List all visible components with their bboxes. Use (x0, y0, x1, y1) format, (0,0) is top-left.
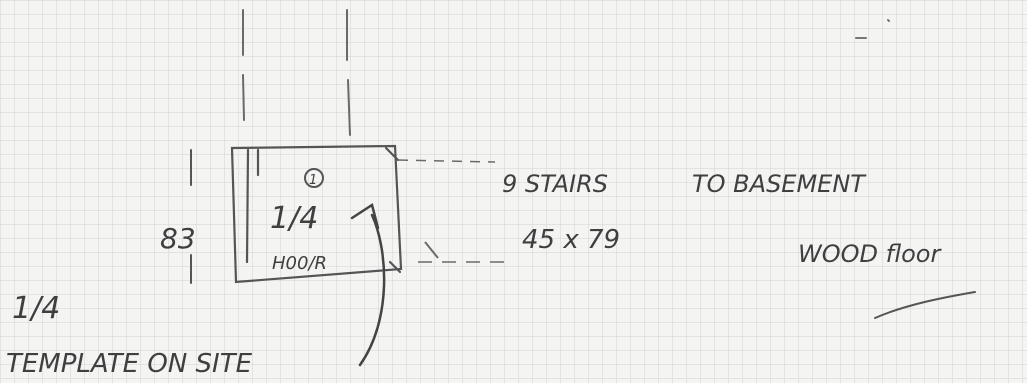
template-note: TEMPLATE ON SITE (6, 349, 253, 379)
template-fraction: 1/4 (12, 291, 60, 326)
dashed-guide-lines (242, 9, 351, 136)
stairwell-box (230, 144, 403, 284)
floor-note: WOOD floor (798, 240, 942, 268)
box-bottom-label: H00/R (272, 253, 327, 274)
stair-count-label: 9 STAIRS (502, 170, 608, 198)
curved-arrow (350, 203, 386, 367)
box-fraction-label: 1/4 (270, 201, 318, 236)
stair-size-label: 45 x 79 (522, 225, 620, 255)
stray-marks (855, 19, 890, 39)
circled-marker (304, 168, 324, 188)
vertical-dimension-label: 83 (160, 222, 196, 255)
leader-lines (397, 159, 510, 263)
destination-note: TO BASEMENT (692, 170, 867, 198)
circled-marker-text: 1 (309, 173, 317, 188)
floor-note-underline (874, 291, 976, 319)
